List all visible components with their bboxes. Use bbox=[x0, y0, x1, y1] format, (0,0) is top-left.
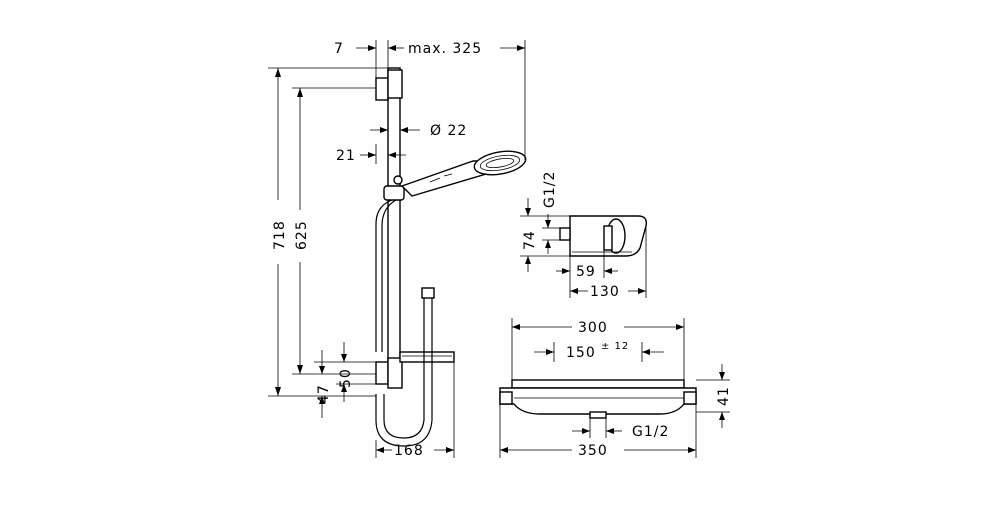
dim-label-diameter-22: Ø 22 bbox=[430, 123, 467, 139]
shower-hose bbox=[383, 296, 425, 439]
bottom-wall-bracket bbox=[375, 361, 389, 385]
dim-label-625: 625 bbox=[294, 220, 310, 250]
dim-rail-height: 625 bbox=[292, 87, 376, 375]
dim-thermostat-height: 74 bbox=[520, 198, 570, 272]
dim-label-300: 300 bbox=[578, 320, 608, 336]
dim-label-168: 168 bbox=[394, 443, 424, 459]
dim-label-21: 21 bbox=[336, 148, 356, 164]
dim-total-height: 718 bbox=[268, 67, 388, 397]
dim-height-41: 41 bbox=[696, 364, 732, 428]
dim-label-g12-side: G1/2 bbox=[542, 171, 558, 208]
dim-label-tolerance: ± 12 bbox=[601, 341, 629, 352]
dim-rail-diameter: Ø 22 bbox=[370, 100, 467, 139]
shower-rail-assembly bbox=[375, 67, 527, 447]
thermostat-front-view bbox=[499, 379, 697, 419]
dim-label-50: 50 bbox=[338, 368, 354, 388]
dim-label-7: 7 bbox=[334, 41, 344, 57]
dim-depth-130: 130 bbox=[570, 226, 647, 300]
dim-label-74: 74 bbox=[522, 230, 538, 250]
dim-offset-21: 21 bbox=[336, 144, 406, 164]
dim-label-41: 41 bbox=[716, 386, 732, 406]
top-wall-bracket bbox=[375, 77, 389, 101]
dim-thread-bottom: G1/2 bbox=[572, 418, 669, 440]
dim-width-350: 350 bbox=[499, 404, 697, 459]
dim-label-718: 718 bbox=[272, 220, 288, 250]
thermostat-side-view bbox=[559, 215, 648, 257]
wall-rail bbox=[387, 67, 401, 379]
rail-slider bbox=[383, 185, 405, 201]
dim-label-47: 47 bbox=[316, 384, 332, 404]
dim-thread-side: G1/2 bbox=[542, 171, 560, 254]
dim-base-width: 168 bbox=[375, 362, 455, 459]
shelf bbox=[399, 351, 455, 363]
dim-label-130: 130 bbox=[590, 284, 620, 300]
dim-width-300: 300 bbox=[511, 318, 685, 380]
dim-spacing-150: 150 ± 12 bbox=[534, 341, 664, 362]
dim-label-59: 59 bbox=[576, 264, 596, 280]
dim-label-350: 350 bbox=[578, 443, 608, 459]
shower-head bbox=[473, 150, 527, 176]
dim-depth-59: 59 bbox=[556, 250, 618, 298]
dim-label-150: 150 bbox=[566, 345, 596, 361]
dim-bottom-offsets: 50 47 bbox=[314, 342, 376, 418]
dim-top-offset: 7 max. 325 bbox=[334, 40, 526, 160]
dim-label-g12-bottom: G1/2 bbox=[632, 424, 669, 440]
hand-shower bbox=[400, 160, 487, 197]
dim-label-max-325: max. 325 bbox=[408, 41, 482, 57]
